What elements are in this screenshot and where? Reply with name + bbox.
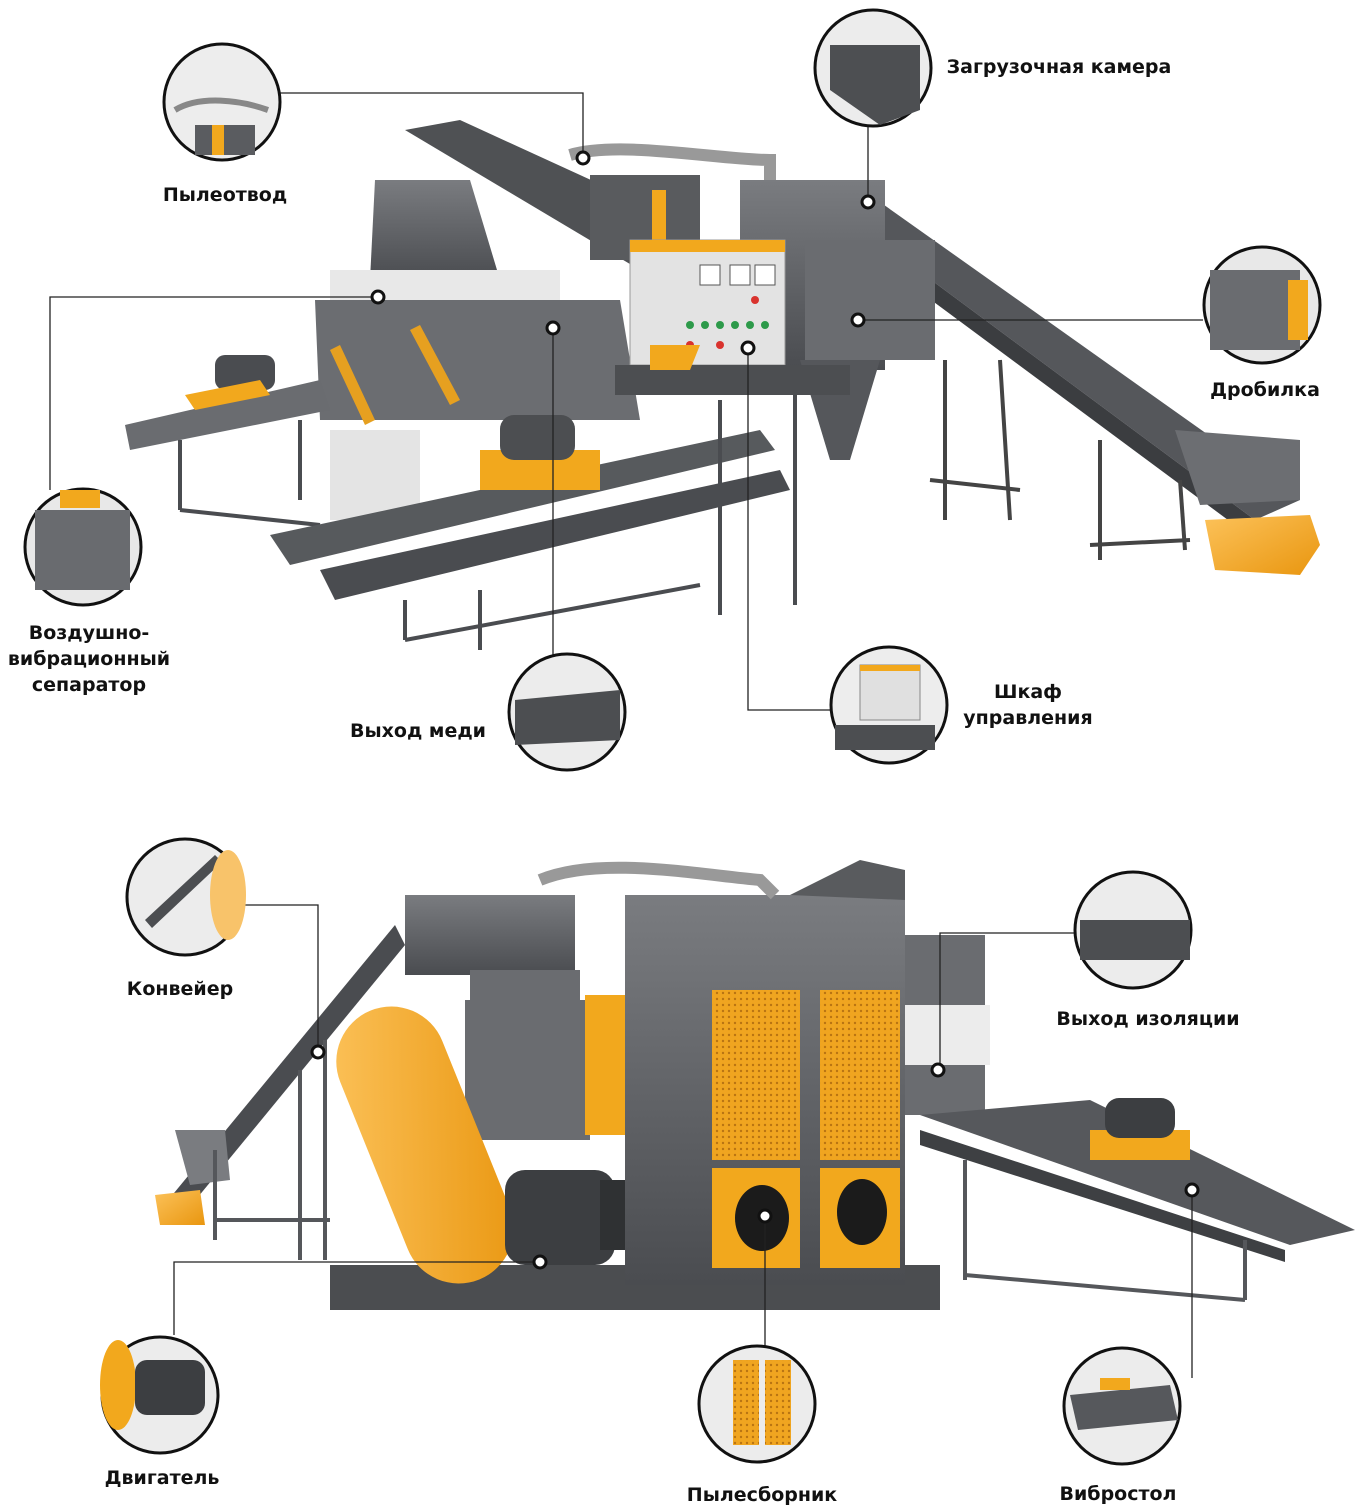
label-vibro-table: Вибростол — [1059, 1483, 1177, 1505]
copper-outlet-detail — [507, 652, 627, 772]
label-line: Шкаф — [993, 681, 1063, 703]
dust-collector-detail — [697, 1344, 817, 1464]
detail-circles — [23, 8, 1322, 1466]
label-copper-outlet: Выход меди — [349, 720, 487, 742]
label-loading-chamber: Загрузочная камера — [946, 56, 1172, 78]
conveyor-detail — [125, 837, 246, 957]
loading-chamber-detail — [813, 8, 933, 128]
insulation-outlet-detail — [1073, 870, 1193, 990]
label-crusher: Дробилка — [1210, 379, 1320, 401]
dust-outlet-detail — [162, 42, 282, 162]
label-line: вибрационный — [7, 648, 171, 670]
label-control-cabinet: Шкаф управления — [963, 679, 1092, 731]
label-motor: Двигатель — [104, 1467, 220, 1489]
label-dust-outlet: Пылеотвод — [162, 184, 288, 206]
label-dust-collector: Пылесборник — [686, 1484, 838, 1506]
label-insulation-outlet: Выход изоляции — [1056, 1008, 1240, 1030]
bottom-machine — [155, 860, 1355, 1310]
label-line: Воздушно- — [28, 622, 150, 644]
leader-lines — [49, 92, 1203, 1378]
label-line: управления — [963, 707, 1093, 729]
top-machine — [125, 120, 1320, 650]
label-line: сепаратор — [31, 674, 147, 696]
label-conveyor: Конвейер — [126, 978, 234, 1000]
air-separator-detail — [23, 487, 143, 607]
control-cabinet-detail — [829, 645, 949, 765]
vibro-table-detail — [1062, 1346, 1182, 1466]
crusher-detail — [1202, 245, 1322, 365]
motor-detail — [100, 1335, 220, 1455]
anchor-dots — [310, 150, 1200, 1270]
label-air-separator: Воздушно- вибрационный сепаратор — [8, 620, 170, 698]
